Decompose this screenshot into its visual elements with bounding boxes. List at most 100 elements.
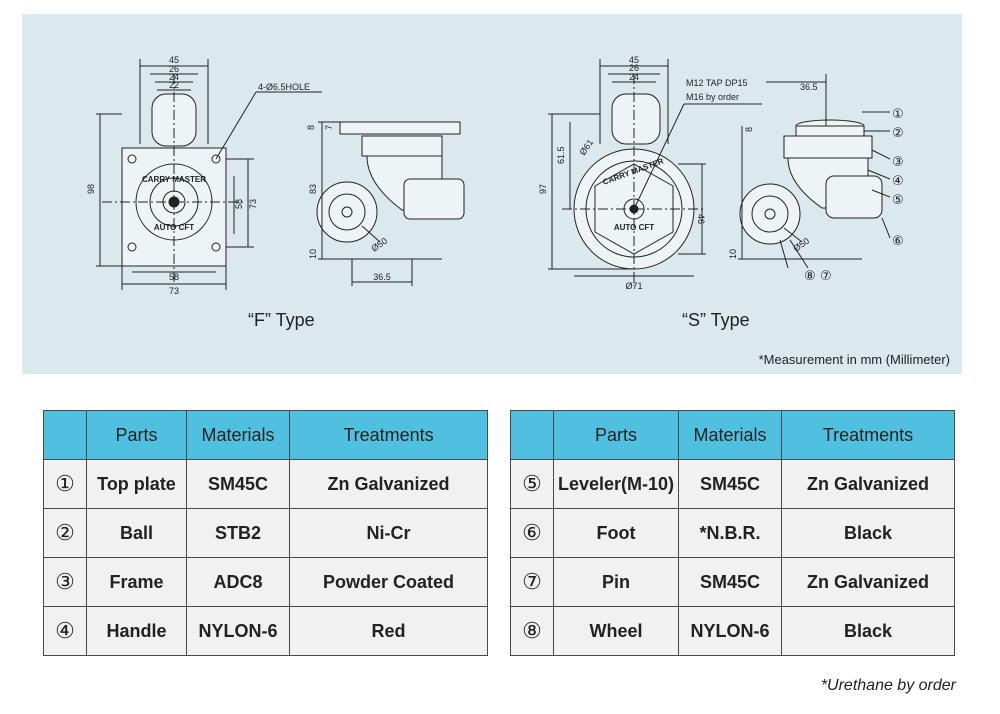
table-row: ⑥ Foot *N.B.R. Black xyxy=(510,508,955,558)
part-name: Pin xyxy=(553,557,679,607)
f-dim-58: 58 xyxy=(234,199,244,209)
s-dim-8: 8 xyxy=(744,127,754,132)
part-name: Frame xyxy=(86,557,187,607)
table-row: ⑧ Wheel NYLON-6 Black xyxy=(510,606,955,656)
table-header-row: Parts Materials Treatments xyxy=(510,410,955,460)
table-row: ① Top plate SM45C Zn Galvanized xyxy=(43,459,488,509)
callout-4: ④ xyxy=(892,174,904,189)
parts-table-left: Parts Materials Treatments ① Top plate S… xyxy=(43,410,488,656)
s-dim-d50: Ø50 xyxy=(791,236,811,254)
callout-5: ⑤ xyxy=(892,193,904,208)
f-type-top-view xyxy=(96,59,322,290)
header-treatments: Treatments xyxy=(289,410,488,460)
treatment: Zn Galvanized xyxy=(781,557,955,607)
f-dim-98: 98 xyxy=(86,184,96,194)
table-row: ⑤ Leveler(M-10) SM45C Zn Galvanized xyxy=(510,459,955,509)
part-name: Foot xyxy=(553,508,679,558)
material: SM45C xyxy=(678,557,782,607)
f-dim-7: 7 xyxy=(324,125,334,130)
s-dim-tap-m12: M12 TAP DP15 xyxy=(686,78,748,88)
treatment: Powder Coated xyxy=(289,557,488,607)
s-dim-10: 10 xyxy=(728,249,738,259)
callout-7: ⑦ xyxy=(820,269,832,284)
urethane-note: *Urethane by order xyxy=(820,677,956,694)
row-number: ⑥ xyxy=(510,508,554,558)
header-num xyxy=(510,410,554,460)
s-type-label: “S” Type xyxy=(682,310,750,330)
header-num xyxy=(43,410,87,460)
callout-2: ② xyxy=(892,126,904,141)
s-dim-tap-m16: M16 by order xyxy=(686,92,739,102)
material: NYLON-6 xyxy=(186,606,290,656)
s-dim-45: 45 xyxy=(629,55,639,65)
s-dim-d61: Ø61 xyxy=(577,137,595,157)
header-materials: Materials xyxy=(186,410,290,460)
material: SM45C xyxy=(678,459,782,509)
f-dim-26: 26 xyxy=(169,64,179,74)
row-number: ⑦ xyxy=(510,557,554,607)
treatment: Red xyxy=(289,606,488,656)
f-dim-10: 10 xyxy=(308,249,318,259)
table-row: ⑦ Pin SM45C Zn Galvanized xyxy=(510,557,955,607)
row-number: ⑤ xyxy=(510,459,554,509)
s-dim-61-5: 61.5 xyxy=(556,146,566,164)
f-dim-36-5: 36.5 xyxy=(373,272,391,282)
f-dim-hole: 4-Ø6.5HOLE xyxy=(258,82,310,92)
f-dim-24: 24 xyxy=(169,72,179,82)
part-name: Leveler(M-10) xyxy=(553,459,679,509)
s-type-side-view xyxy=(738,74,891,269)
callout-6: ⑥ xyxy=(892,234,904,249)
f-dim-8: 8 xyxy=(306,125,316,130)
header-treatments: Treatments xyxy=(781,410,955,460)
row-number: ⑧ xyxy=(510,606,554,656)
measurement-note: *Measurement in mm (Millimeter) xyxy=(758,352,950,367)
part-name: Ball xyxy=(86,508,187,558)
table-row: ③ Frame ADC8 Powder Coated xyxy=(43,557,488,607)
part-name: Handle xyxy=(86,606,187,656)
treatment: Zn Galvanized xyxy=(781,459,955,509)
header-parts: Parts xyxy=(553,410,679,460)
s-dim-26: 26 xyxy=(629,63,639,73)
callout-8: ⑧ xyxy=(804,269,816,284)
treatment: Black xyxy=(781,508,955,558)
f-dim-45: 45 xyxy=(169,55,179,65)
treatment: Zn Galvanized xyxy=(289,459,488,509)
s-dim-24: 24 xyxy=(629,72,639,82)
f-dim-73: 73 xyxy=(248,199,258,209)
table-row: ④ Handle NYLON-6 Red xyxy=(43,606,488,656)
part-name: Wheel xyxy=(553,606,679,656)
s-type-front-view xyxy=(548,59,762,286)
f-brand-top-text: CARRY MASTER xyxy=(142,175,206,184)
f-dim-d50: Ø50 xyxy=(369,236,389,254)
callout-1: ① xyxy=(892,107,904,122)
s-dim-46: 46 xyxy=(696,214,706,224)
s-dim-36-5: 36.5 xyxy=(800,82,818,92)
row-number: ① xyxy=(43,459,87,509)
header-materials: Materials xyxy=(678,410,782,460)
material: SM45C xyxy=(186,459,290,509)
part-name: Top plate xyxy=(86,459,187,509)
f-brand-bottom-text: AUTO CFT xyxy=(154,223,194,232)
f-type-side-view xyxy=(316,121,465,286)
f-dim-b58: 58 xyxy=(169,272,179,282)
treatment: Ni-Cr xyxy=(289,508,488,558)
callout-3: ③ xyxy=(892,155,904,170)
row-number: ④ xyxy=(43,606,87,656)
header-parts: Parts xyxy=(86,410,187,460)
parts-table-right: Parts Materials Treatments ⑤ Leveler(M-1… xyxy=(510,410,955,656)
table-header-row: Parts Materials Treatments xyxy=(43,410,488,460)
f-type-label: “F” Type xyxy=(248,310,315,330)
material: STB2 xyxy=(186,508,290,558)
s-dim-97: 97 xyxy=(538,184,548,194)
row-number: ③ xyxy=(43,557,87,607)
s-brand-bottom-text: AUTO CFT xyxy=(614,223,654,232)
technical-drawing-panel: CARRY MASTER AUTO CFT 45 26 24 22 4-Ø6.5… xyxy=(22,14,962,374)
technical-drawing: CARRY MASTER AUTO CFT 45 26 24 22 4-Ø6.5… xyxy=(86,55,904,296)
s-dim-d71: Ø71 xyxy=(625,281,642,291)
material: *N.B.R. xyxy=(678,508,782,558)
row-number: ② xyxy=(43,508,87,558)
treatment: Black xyxy=(781,606,955,656)
table-row: ② Ball STB2 Ni-Cr xyxy=(43,508,488,558)
material: NYLON-6 xyxy=(678,606,782,656)
material: ADC8 xyxy=(186,557,290,607)
